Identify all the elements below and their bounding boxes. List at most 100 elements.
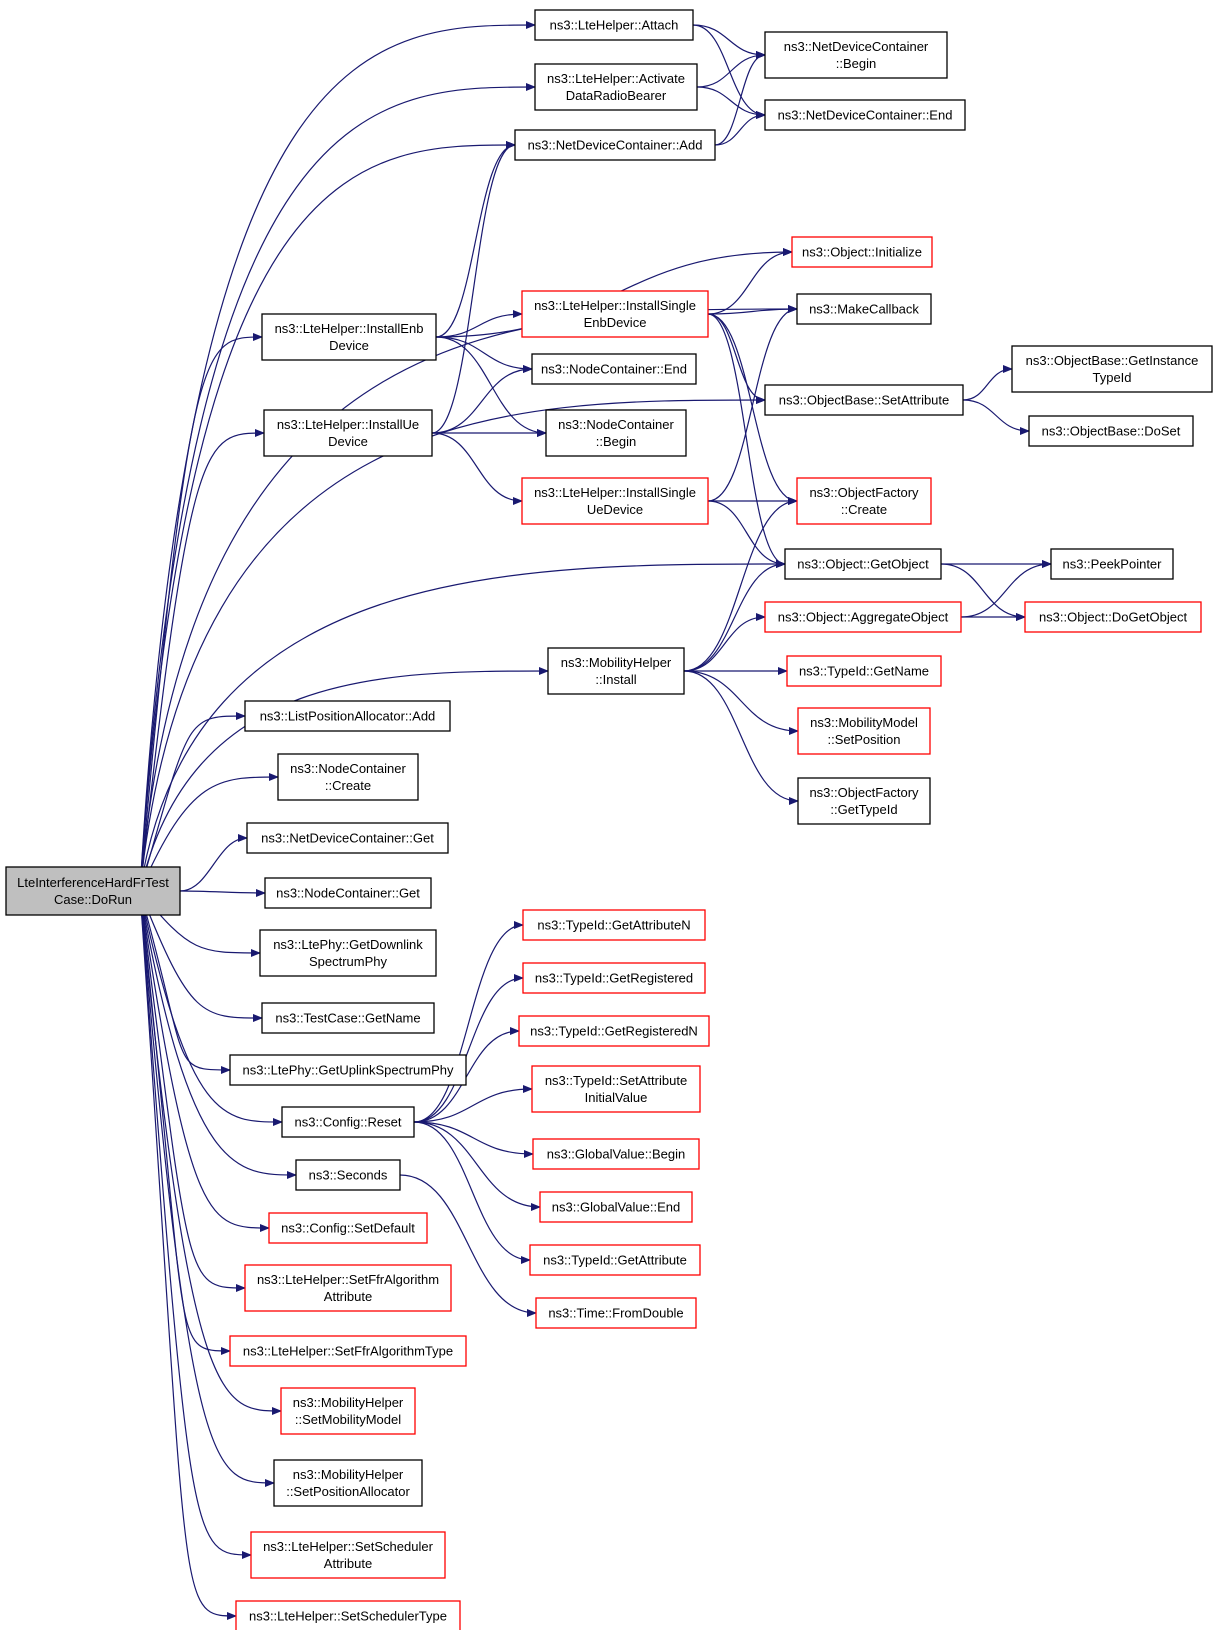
node-set-ffr-type[interactable]: ns3::LteHelper::SetFfrAlgorithmType [229,1335,467,1367]
node-box [797,707,931,755]
node-nc-get[interactable]: ns3::NodeContainer::Get [264,877,432,909]
node-box [522,909,706,941]
node-set-sched-type[interactable]: ns3::LteHelper::SetSchedulerType [235,1600,461,1630]
node-label-line: ::Begin [836,56,876,71]
node-lpa-add[interactable]: ns3::ListPositionAllocator::Add [244,700,451,732]
node-nc-end[interactable]: ns3::NodeContainer::End [531,353,697,385]
edge-obj-get-object-to-obj-doget [940,563,1026,621]
edge-root-to-nc-get [179,888,266,897]
node-gv-begin[interactable]: ns3::GlobalValue::Begin [532,1138,700,1170]
node-of-gettypeid[interactable]: ns3::ObjectFactory::GetTypeId [797,777,931,825]
node-mob-install[interactable]: ns3::MobilityHelper::Install [547,647,685,695]
edge-install-single-enb-to-make-callback [707,305,798,315]
edge-root-to-mob-install [139,667,549,892]
node-nc-create[interactable]: ns3::NodeContainer::Create [277,753,419,801]
node-ndc-get[interactable]: ns3::NetDeviceContainer::Get [246,822,449,854]
node-phy-getul[interactable]: ns3::LtePhy::GetUplinkSpectrumPhy [229,1054,467,1086]
node-config-setdefault[interactable]: ns3::Config::SetDefault [268,1212,428,1244]
edge-root-to-set-sched-type [139,890,237,1620]
edge-install-single-enb-to-obj-init [707,248,793,315]
node-obj-get-object[interactable]: ns3::Object::GetObject [784,548,942,580]
node-tid-getattr[interactable]: ns3::TypeId::GetAttribute [529,1244,701,1276]
node-box [791,236,933,268]
node-box [784,548,942,580]
node-seconds[interactable]: ns3::Seconds [295,1159,401,1191]
node-attach[interactable]: ns3::LteHelper::Attach [534,9,694,41]
edge-ob-set-attr-to-ob-get-instance [962,365,1013,401]
node-box [534,63,698,111]
node-label-line: ns3::TypeId::GetAttribute [543,1253,687,1268]
node-peek-pointer[interactable]: ns3::PeekPointer [1050,548,1174,580]
node-obj-init[interactable]: ns3::Object::Initialize [791,236,933,268]
node-box [235,1600,461,1630]
node-box [264,877,432,909]
node-mm-setpos[interactable]: ns3::MobilityModel::SetPosition [797,707,931,755]
node-nc-begin[interactable]: ns3::NodeContainer::Begin [545,409,687,457]
node-tid-getattrn[interactable]: ns3::TypeId::GetAttributeN [522,909,706,941]
node-obj-aggregate[interactable]: ns3::Object::AggregateObject [764,601,962,633]
node-label-line: ns3::TypeId::GetRegistered [535,971,693,986]
node-obj-doget[interactable]: ns3::Object::DoGetObject [1024,601,1202,633]
node-label-line: ns3::PeekPointer [1062,557,1162,572]
edge-attach-to-ndc-begin [692,24,766,59]
node-set-mob-model[interactable]: ns3::MobilityHelper::SetMobilityModel [280,1387,416,1435]
node-set-pos-alloc[interactable]: ns3::MobilityHelper::SetPositionAllocato… [273,1459,423,1507]
node-ndc-add[interactable]: ns3::NetDeviceContainer::Add [514,129,716,161]
node-gv-end[interactable]: ns3::GlobalValue::End [539,1191,693,1223]
edge-mob-install-to-of-gettypeid [683,670,799,805]
node-tc-getname[interactable]: ns3::TestCase::GetName [261,1002,435,1034]
node-ob-set-attr[interactable]: ns3::ObjectBase::SetAttribute [764,384,964,416]
node-ob-doset[interactable]: ns3::ObjectBase::DoSet [1028,415,1194,447]
node-label-line: ns3::NodeContainer [290,761,406,776]
nodes-layer: LteInterferenceHardFrTestCase::DoRunns3:… [5,9,1213,1630]
node-box [1011,345,1213,393]
edge-root-to-phy-getul [139,890,231,1074]
node-ndc-begin[interactable]: ns3::NetDeviceContainer::Begin [764,31,948,79]
node-label-line: ns3::LteHelper::InstallEnb [275,321,424,336]
node-tid-getreg[interactable]: ns3::TypeId::GetRegistered [522,962,706,994]
node-label-line: ns3::LtePhy::GetDownlink [273,937,423,952]
node-time-fromdouble[interactable]: ns3::Time::FromDouble [535,1297,697,1329]
node-box [764,99,966,131]
node-label-line: InitialValue [585,1090,648,1105]
node-box [259,929,437,977]
edge-install-enb-to-ndc-add [435,141,516,338]
node-label-line: ns3::MobilityHelper [293,1395,404,1410]
node-label-line: ns3::NetDeviceContainer::End [778,108,953,123]
node-label-line: ns3::Seconds [309,1168,388,1183]
node-box [796,477,932,525]
node-box [268,1212,428,1244]
node-label-line: ns3::LteHelper::Activate [547,71,685,86]
node-of-create[interactable]: ns3::ObjectFactory::Create [796,477,932,525]
node-box [277,753,419,801]
edge-root-to-nc-create [139,773,279,892]
node-box [280,1387,416,1435]
node-box [764,601,962,633]
node-tid-getregn[interactable]: ns3::TypeId::GetRegisteredN [518,1015,710,1047]
node-label-line: ns3::NodeContainer [558,417,674,432]
node-box [764,384,964,416]
node-box [1028,415,1194,447]
node-config-reset[interactable]: ns3::Config::Reset [281,1106,415,1138]
node-label-line: DataRadioBearer [566,88,667,103]
node-label-line: ns3::Object::GetObject [797,557,929,572]
node-make-callback[interactable]: ns3::MakeCallback [796,293,932,325]
edge-root-to-config-reset [139,890,283,1126]
node-label-line: ns3::NetDeviceContainer [784,39,929,54]
node-typeid-getname[interactable]: ns3::TypeId::GetName [786,655,942,687]
node-ndc-end[interactable]: ns3::NetDeviceContainer::End [764,99,966,131]
node-box [5,866,181,916]
edge-seconds-to-time-fromdouble [399,1174,537,1317]
